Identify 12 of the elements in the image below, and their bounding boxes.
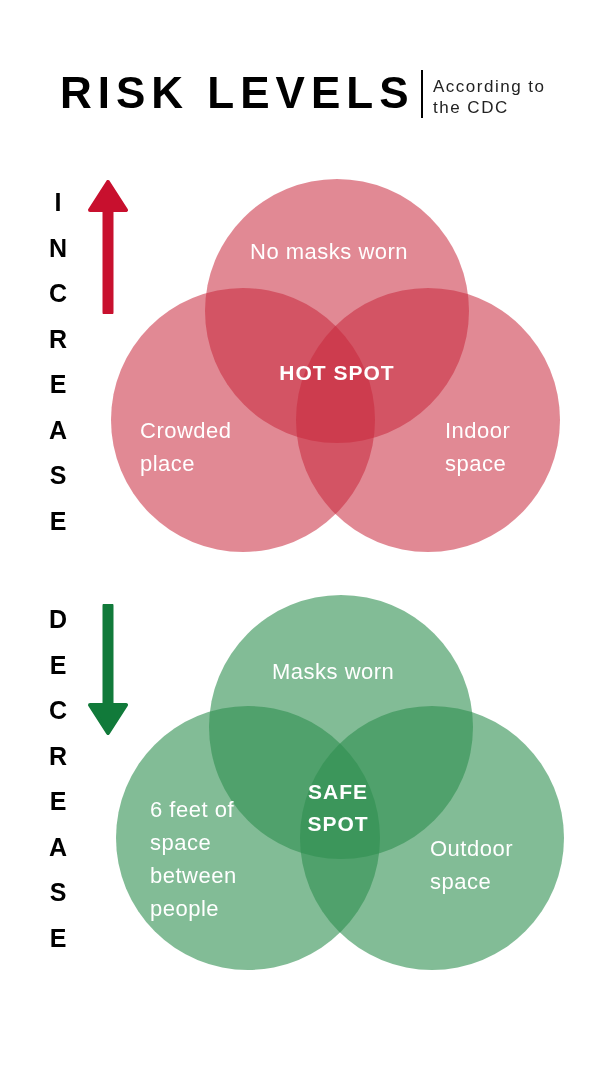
circle-label: Masks worn [272, 658, 396, 686]
subtitle: According to the CDC [433, 76, 547, 118]
circle-label: 6 feet of space between people [150, 796, 238, 923]
center-label: SAFE SPOT [306, 779, 370, 837]
circle-label: Outdoor space [430, 835, 514, 896]
circle-label: No masks worn [250, 238, 410, 266]
circle-label: Indoor space [445, 417, 512, 478]
vertical-heading: INCREASE [48, 187, 68, 537]
title: RISK LEVELS [60, 68, 415, 118]
circle-label: Crowded place [140, 417, 233, 478]
vertical-heading: DECREASE [48, 604, 68, 954]
center-label: HOT SPOT [278, 360, 396, 386]
